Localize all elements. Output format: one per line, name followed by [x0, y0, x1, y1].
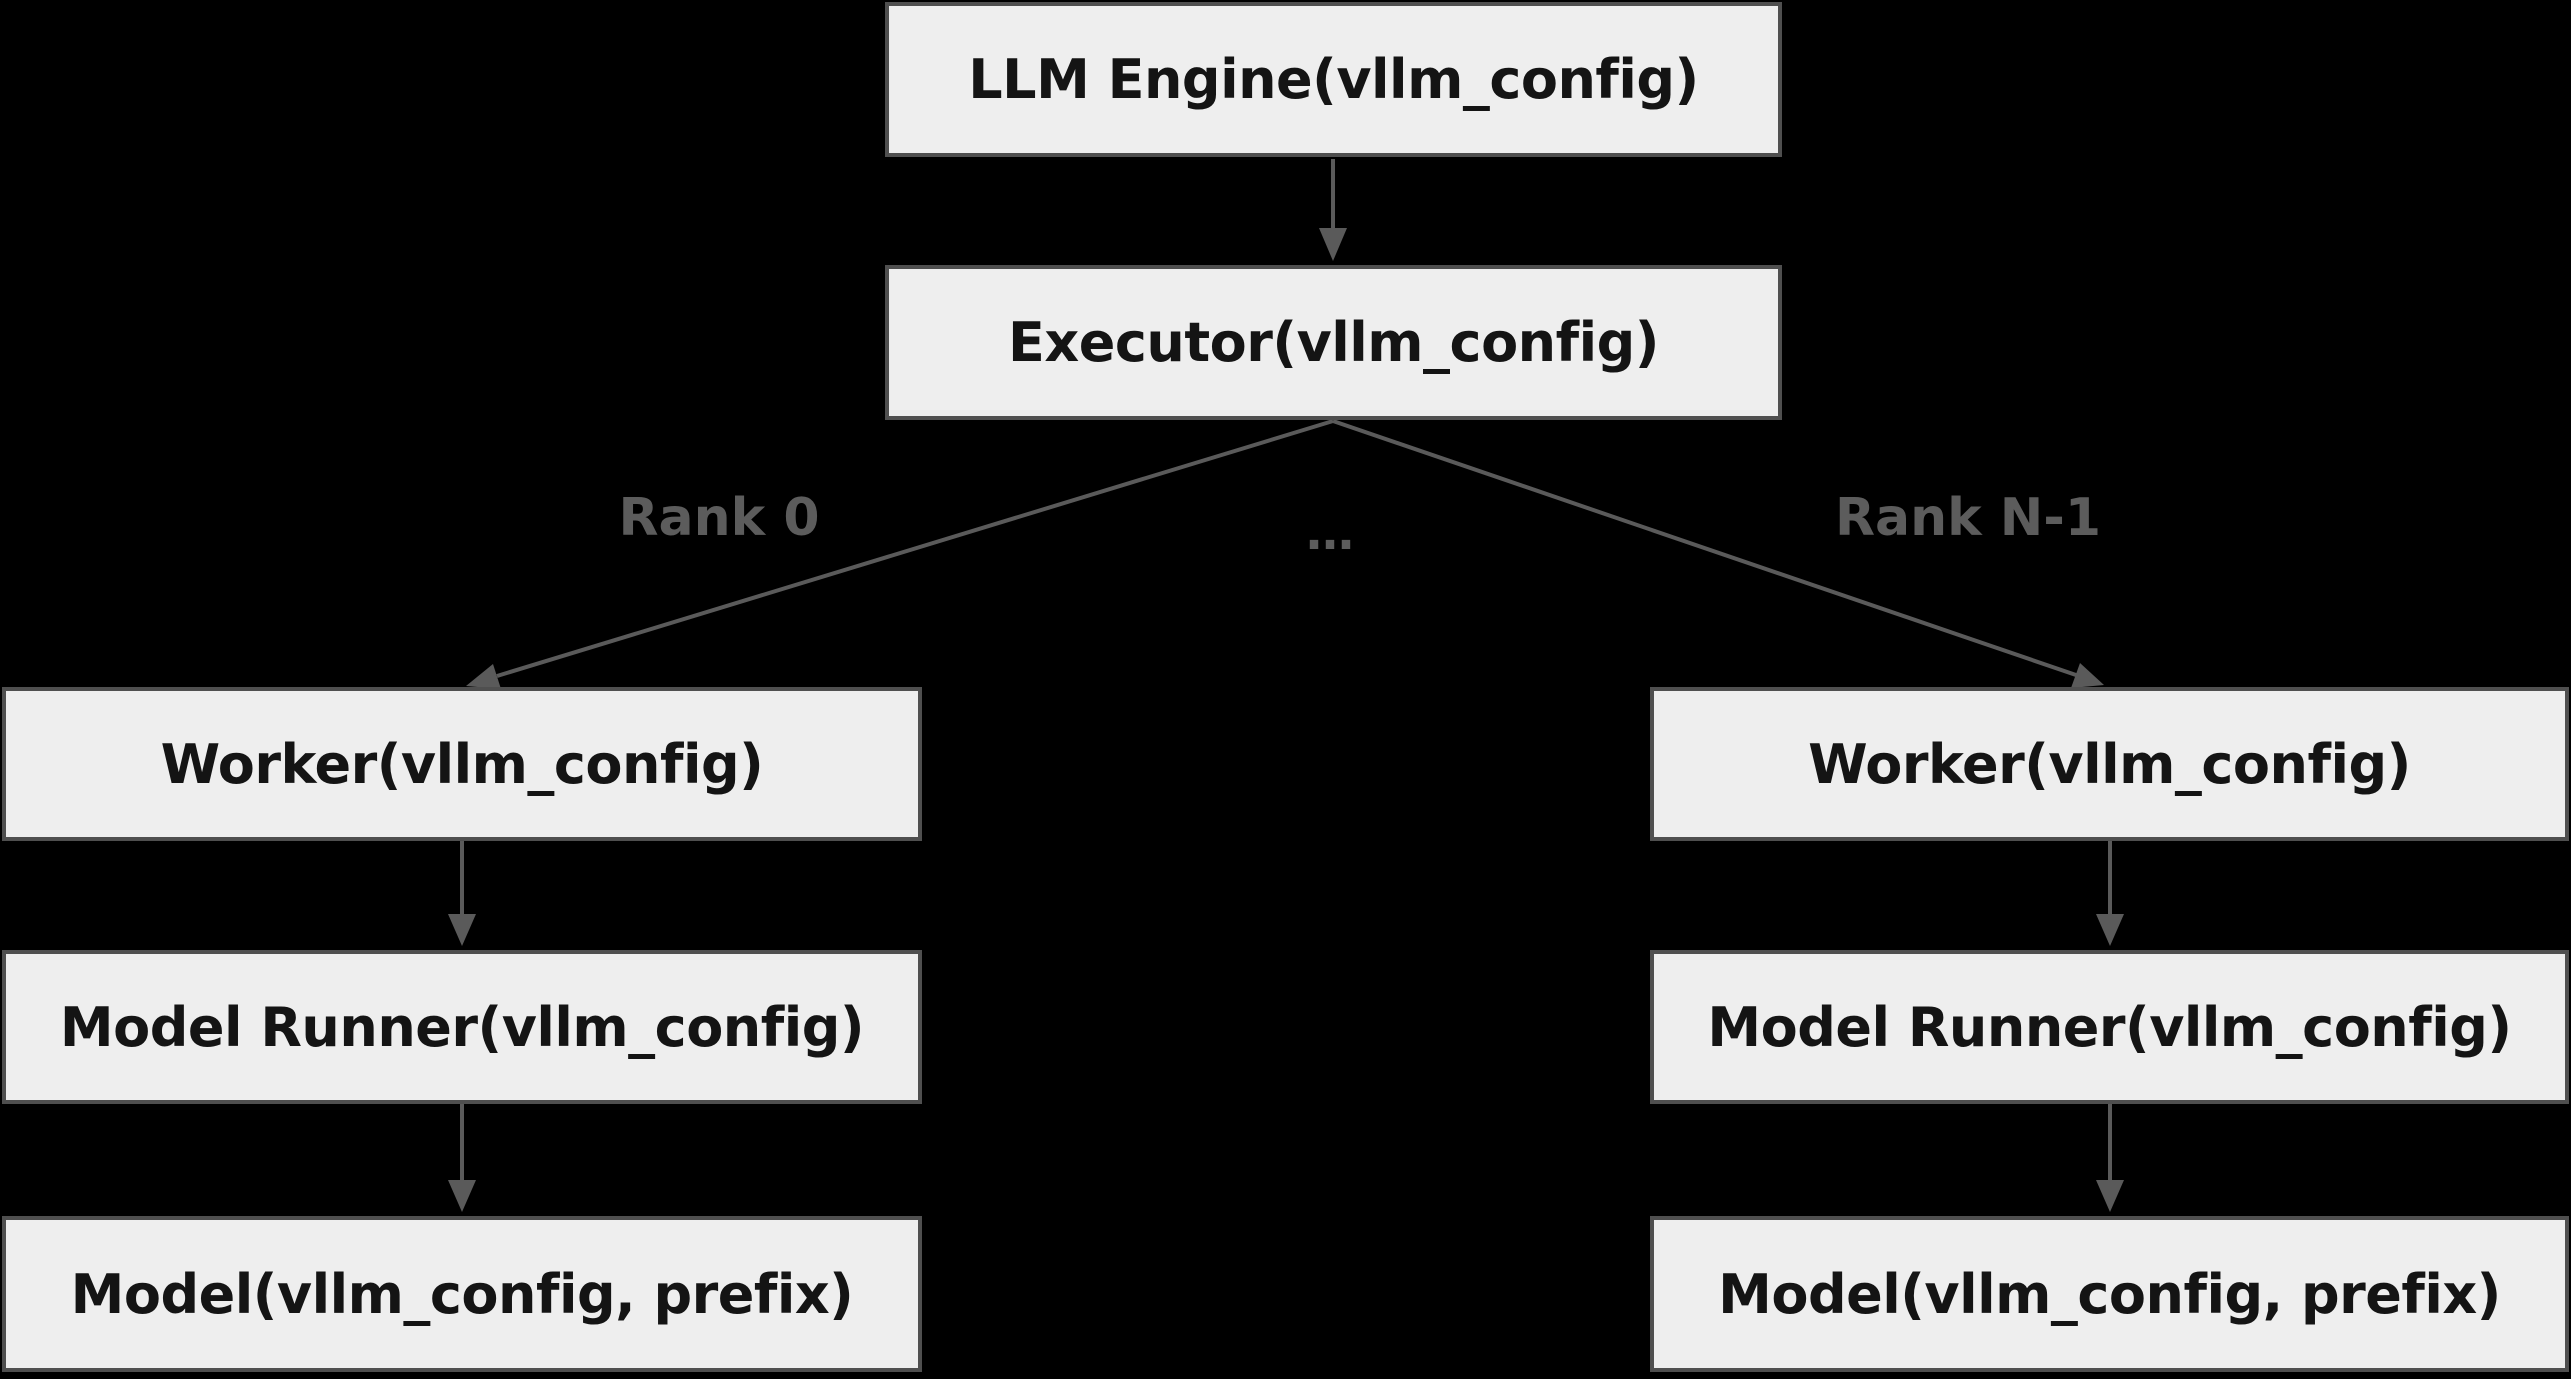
edge-executor-to-worker-rank0: [466, 419, 1334, 689]
node-label: Model(vllm_config, prefix): [1718, 1262, 2501, 1326]
edge-executor-to-worker-rank-n-1: [1332, 419, 2104, 688]
node-label: Worker(vllm_config): [1808, 732, 2411, 796]
node-model-rank0: Model(vllm_config, prefix): [2, 1216, 922, 1372]
node-label: Worker(vllm_config): [160, 732, 764, 796]
node-worker-rank-n-1: Worker(vllm_config): [1650, 687, 2569, 841]
edge-model-runner-to-model-rank-n-1: [2096, 1104, 2124, 1212]
node-label: Model(vllm_config, prefix): [70, 1262, 854, 1326]
arrowhead: [448, 914, 476, 946]
arrowhead: [2096, 1180, 2124, 1212]
arrowhead: [2096, 914, 2124, 946]
node-label: Model Runner(vllm_config): [1707, 995, 2512, 1059]
node-llm-engine: LLM Engine(vllm_config): [885, 2, 1782, 157]
arrowhead: [2071, 663, 2104, 688]
node-worker-rank0: Worker(vllm_config): [2, 687, 922, 841]
node-model-rank-n-1: Model(vllm_config, prefix): [1650, 1216, 2569, 1372]
edge-label-rank-n-1: Rank N-1: [1834, 488, 2102, 548]
arrowhead: [1319, 228, 1347, 261]
edge-label-ellipsis: …: [1306, 505, 1356, 561]
node-label: Model Runner(vllm_config): [59, 995, 865, 1059]
arrowhead: [448, 1180, 476, 1212]
node-label: Executor(vllm_config): [1008, 311, 1659, 374]
edge-model-runner-to-model-rank0: [448, 1104, 476, 1212]
edge-llm-engine-to-executor: [1319, 159, 1347, 261]
arrowhead: [466, 664, 501, 689]
edge-worker-to-model-runner-rank-n-1: [2096, 841, 2124, 946]
node-executor: Executor(vllm_config): [885, 265, 1782, 420]
edge-label-rank-0: Rank 0: [618, 488, 820, 548]
node-label: LLM Engine(vllm_config): [968, 48, 1699, 111]
node-model-runner-rank-n-1: Model Runner(vllm_config): [1650, 950, 2569, 1104]
node-model-runner-rank0: Model Runner(vllm_config): [2, 950, 922, 1104]
edge-worker-to-model-runner-rank0: [448, 841, 476, 946]
